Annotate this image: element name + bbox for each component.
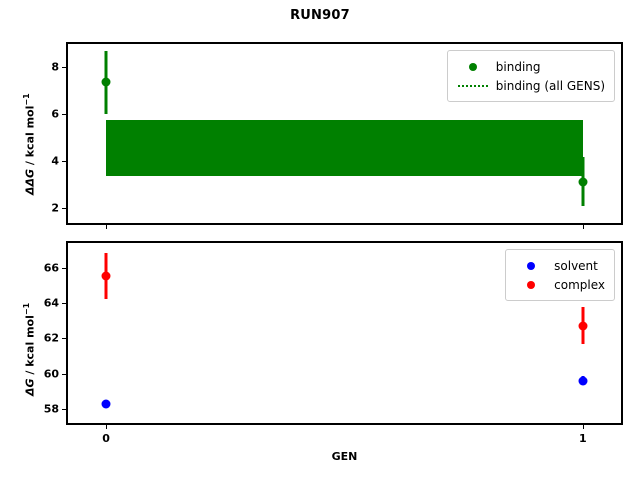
x-axis-label: GEN — [331, 450, 358, 463]
legend-item-complex[interactable]: complex — [514, 275, 605, 294]
y-tick-mark — [62, 207, 68, 209]
top-panel-y-axis-label: ΔΔG / kcal mol−1 — [22, 93, 37, 195]
bottom-panel-legend: solvent complex — [505, 249, 615, 301]
legend-item-solvent[interactable]: solvent — [514, 256, 605, 275]
y-tick-label: 60 — [43, 367, 59, 381]
data-point-solvent[interactable] — [101, 399, 111, 409]
top-panel-legend: binding binding (all GENS) — [446, 50, 615, 102]
x-tick-mark — [582, 423, 584, 429]
legend-item-binding[interactable]: binding — [456, 57, 605, 76]
x-tick-mark — [582, 223, 584, 229]
binding-marker-icon — [456, 62, 490, 71]
y-axis-symbol-bottom: ΔG — [23, 378, 37, 396]
y-axis-units-bottom: / kcal mol — [23, 315, 37, 379]
y-tick-label: 6 — [51, 107, 59, 121]
y-tick-mark — [62, 338, 68, 340]
y-tick-label: 4 — [51, 154, 59, 168]
y-tick-mark — [62, 303, 68, 304]
legend-label-binding: binding — [495, 59, 541, 74]
y-tick-label: 2 — [51, 201, 59, 215]
y-axis-units-top: / kcal mol — [23, 105, 37, 169]
y-tick-mark — [62, 160, 68, 162]
bottom-panel-plot-area — [68, 243, 621, 423]
y-axis-symbol-top: ΔΔG — [23, 168, 37, 195]
page-title: RUN907 — [290, 8, 350, 23]
solvent-marker-icon — [514, 261, 548, 270]
legend-label-complex: complex — [554, 277, 605, 292]
data-point-binding[interactable] — [101, 77, 111, 87]
top-panel-plot-area — [68, 44, 621, 223]
legend-label-solvent: solvent — [554, 258, 598, 273]
x-tick-label: 1 — [579, 432, 587, 445]
binding-all-gens-band — [106, 119, 583, 176]
x-tick-mark — [106, 423, 108, 429]
data-point-complex[interactable] — [101, 271, 111, 281]
y-tick-label: 64 — [43, 296, 59, 310]
y-tick-mark — [62, 267, 68, 269]
data-point-binding[interactable] — [578, 177, 588, 187]
y-axis-units-exponent-bottom: −1 — [22, 302, 31, 316]
top-panel-axes: 2 4 6 8 binding binding (all GENS) — [51, 42, 623, 229]
data-point-complex[interactable] — [578, 321, 588, 331]
bottom-panel-y-axis-label: ΔG / kcal mol−1 — [22, 303, 37, 396]
y-tick-mark — [62, 373, 68, 375]
x-tick-label: 0 — [102, 432, 110, 445]
legend-label-binding-all-gens: binding (all GENS) — [495, 78, 605, 93]
x-tick-mark — [106, 223, 108, 229]
y-tick-mark — [62, 114, 68, 116]
y-tick-mark — [62, 67, 68, 69]
legend-item-binding-all-gens[interactable]: binding (all GENS) — [456, 76, 605, 95]
y-tick-label: 58 — [43, 402, 59, 416]
complex-marker-icon — [514, 280, 548, 289]
data-point-solvent[interactable] — [578, 376, 588, 386]
y-tick-label: 66 — [43, 261, 59, 275]
bottom-panel-axes: 58 60 62 64 66 0 1 solvent complex — [44, 241, 623, 445]
y-axis-units-exponent-top: −1 — [22, 93, 31, 106]
y-tick-mark — [62, 408, 68, 410]
dotted-line-icon — [456, 84, 490, 87]
y-tick-label: 62 — [43, 331, 59, 345]
y-tick-label: 8 — [51, 60, 59, 74]
